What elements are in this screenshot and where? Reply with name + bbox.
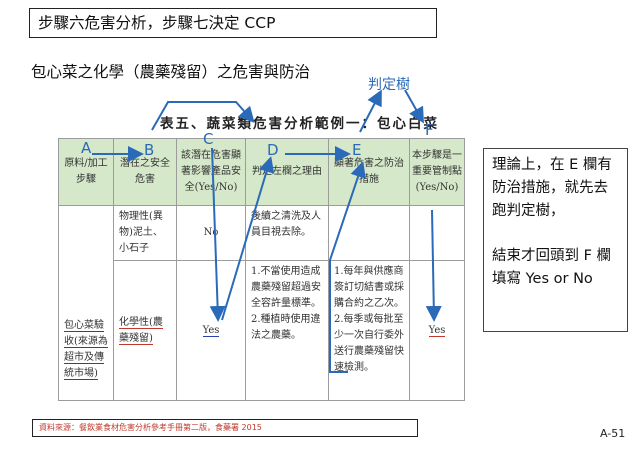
step-cell: 包心菜驗收(來源為超市及傳統市場) xyxy=(58,205,114,401)
note-paragraph: 理論上，在 E 欄有防治措施，就先去跑判定樹， xyxy=(492,157,612,219)
control-item: 1.每年與供應商簽訂切結書或採購合約之乙次。 xyxy=(334,266,404,309)
column-label-c: C xyxy=(203,130,214,148)
arrow-f-to-yes xyxy=(425,209,442,322)
control-item: 2.每季或每批至少一次自行委外送行農藥殘留快速檢測。 xyxy=(334,314,404,373)
arrow-e-to-tree xyxy=(359,89,382,133)
page-number: A-51 xyxy=(600,427,626,440)
hazard-analysis-table: 原料/加工步驟 潛在之安全危害 該潛在危害顯著影響產品安全(Yes/No) 判定… xyxy=(58,138,465,401)
slide-subtitle: 包心菜之化學（農藥殘留）之危害與防治 xyxy=(31,63,311,81)
arrow-yes-to-d xyxy=(221,156,275,321)
source-citation: 資料來源：餐飲業食材危害分析參考手冊第二版，食藥署 2015 xyxy=(32,419,418,437)
chemical-reason-cell: 1.不當使用造成農藥殘留超過安全容許量標準。 2.種植時使用違法之農藥。 xyxy=(245,260,329,401)
chemical-significant-cell: Yes xyxy=(176,260,246,401)
chemical-hazard-cell: 化學性(農藥殘留) xyxy=(113,260,177,401)
arrow-b-to-c xyxy=(151,101,255,131)
arrow-control-to-e xyxy=(329,161,366,373)
reason-item: 1.不當使用造成農藥殘留超過安全容許量標準。 xyxy=(251,266,321,309)
slide-title: 步驟六危害分析，步驟七決定 CCP xyxy=(29,8,437,38)
table-header-row: 原料/加工步驟 潛在之安全危害 該潛在危害顯著影響產品安全(Yes/No) 判定… xyxy=(58,138,465,206)
header-significant: 該潛在危害顯著影響產品安全(Yes/No) xyxy=(176,138,246,206)
arrow-tree-to-f xyxy=(404,89,424,124)
arrow-c-to-yes xyxy=(209,147,226,322)
table-title: 表五、蔬菜類危害分析範例一：包心白菜 xyxy=(160,116,439,132)
column-label-a: A xyxy=(81,139,92,157)
chemical-hazard-text: 化學性(農藥殘留) xyxy=(119,316,163,345)
step-text: 包心菜驗收(來源為超市及傳統市場) xyxy=(64,319,108,380)
note-paragraph: 結束才回頭到 F 欄填寫 Yes or No xyxy=(492,248,612,287)
table-row: 化學性(農藥殘留) Yes 1.不當使用造成農藥殘留超過安全容許量標準。 2.種… xyxy=(59,260,465,401)
column-label-d: D xyxy=(267,141,279,159)
table-row: 包心菜驗收(來源為超市及傳統市場) 物理性(異物)泥土、小石子 No 後續之清洗… xyxy=(58,205,465,401)
column-label-e: E xyxy=(352,141,362,159)
significant-yes: Yes xyxy=(202,324,220,337)
column-label-f: F xyxy=(425,121,434,139)
header-hazard: 潛在之安全危害 xyxy=(113,138,177,206)
reason-item: 2.種植時使用違法之農藥。 xyxy=(251,314,321,341)
header-step: 原料/加工步驟 xyxy=(58,138,114,206)
decision-tree-label: 判定樹 xyxy=(368,77,410,93)
ccp-yes: Yes xyxy=(428,324,446,337)
header-ccp: 本步驟是一重要管制點(Yes/No) xyxy=(409,138,465,206)
ccp-cell: Yes xyxy=(409,260,465,401)
physical-hazard-cell: 物理性(異物)泥土、小石子 xyxy=(113,205,177,261)
explanation-note: 理論上，在 E 欄有防治措施，就先去跑判定樹， 結束才回頭到 F 欄填寫 Yes… xyxy=(483,148,628,332)
chemical-control-cell: 1.每年與供應商簽訂切結書或採購合約之乙次。 2.每季或每批至少一次自行委外送行… xyxy=(328,260,410,401)
column-label-b: B xyxy=(144,141,155,159)
